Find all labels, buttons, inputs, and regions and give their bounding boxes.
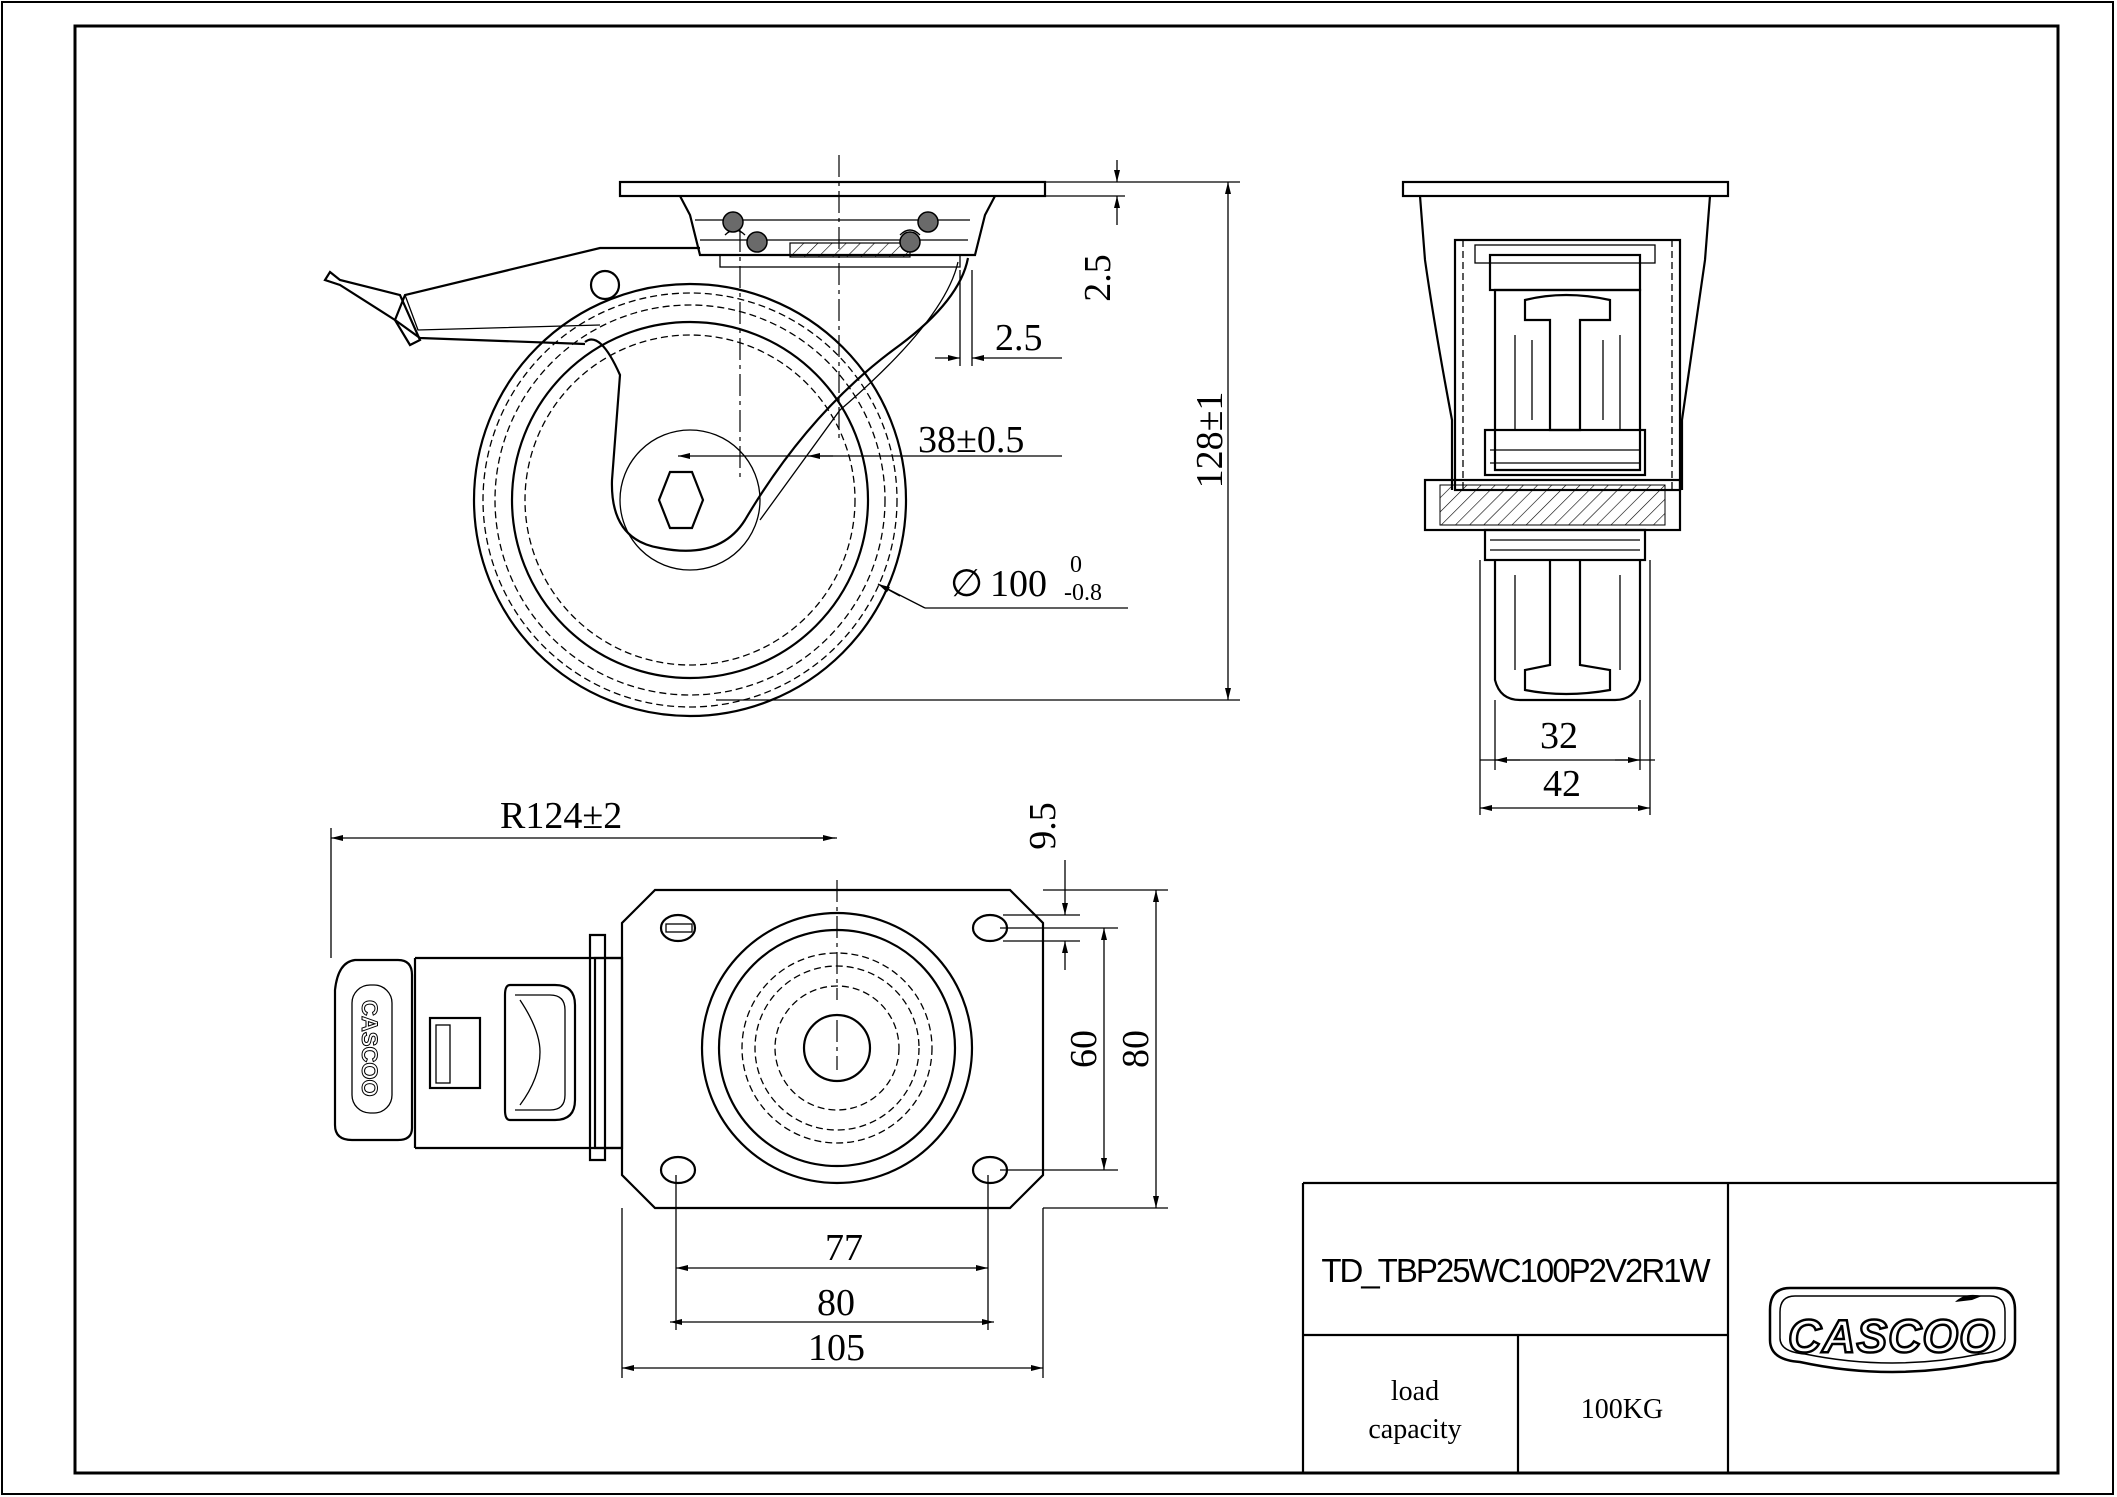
model-number: TD_TBP25WC100P2V2R1W: [1321, 1252, 1711, 1289]
side-view-dimensions: 128±1 2.5 2.5 38±0.5 ∅ 100 0 -0.8: [678, 160, 1240, 701]
dim-77: 77: [825, 1227, 863, 1269]
dim-60: 60: [1063, 1030, 1105, 1068]
title-block: TD_TBP25WC100P2V2R1W load capacity 100KG…: [1301, 1181, 2058, 1473]
side-view: [323, 155, 1047, 718]
dim-diameter-value: 100: [990, 563, 1047, 605]
dim-diameter-symbol: ∅: [950, 563, 983, 605]
front-view-dimensions: 32 42: [1479, 560, 1655, 815]
dim-80-horizontal: 80: [817, 1282, 855, 1324]
dim-2-5-vertical: 2.5: [1077, 254, 1119, 302]
dim-128: 128±1: [1189, 392, 1231, 489]
dim-80-vertical: 80: [1115, 1030, 1157, 1068]
brake-pedal-logo: CASCOO: [357, 1000, 382, 1097]
load-label-line1: load: [1391, 1376, 1439, 1407]
brand-logo-text: CASCOO: [1788, 1310, 1996, 1362]
dim-diameter-tol-upper: 0: [1070, 552, 1082, 578]
dim-9-5: 9.5: [1022, 802, 1064, 850]
dim-diameter-tol-lower: -0.8: [1064, 580, 1102, 606]
load-label-line2: capacity: [1368, 1414, 1461, 1445]
load-value: 100KG: [1581, 1394, 1663, 1425]
inner-frame: [73, 24, 2060, 1475]
dim-38: 38±0.5: [918, 419, 1024, 461]
dim-32: 32: [1540, 715, 1578, 757]
dim-r124: R124±2: [500, 795, 622, 837]
dim-105: 105: [808, 1327, 865, 1369]
dim-2-5-horizontal: 2.5: [995, 317, 1043, 359]
front-view: [1401, 180, 1730, 702]
top-view: CASCOO: [333, 880, 1045, 1210]
brand-logo: CASCOO: [1768, 1286, 2017, 1374]
top-view-dimensions: R124±2 9.5 60 80 77 80 105: [330, 795, 1168, 1378]
dim-42: 42: [1543, 763, 1581, 805]
